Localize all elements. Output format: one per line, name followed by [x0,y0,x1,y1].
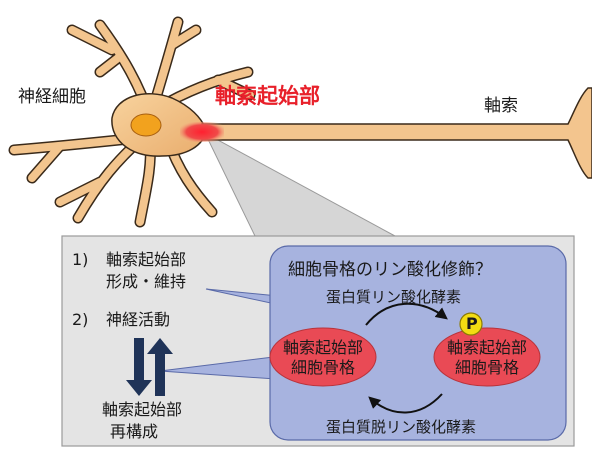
bubble-title: 細胞骨格のリン酸化修飾？ [288,262,492,279]
bottom-line1: 軸索起始部 [102,402,182,418]
left-ellipse-line1: 軸索起始部 [270,338,376,358]
item2-number: 2) [72,312,88,328]
phospho-symbol: P [466,316,478,332]
phosphatase-label: 蛋白質脱リン酸化酵素 [326,420,476,435]
bottom-line2: 再構成 [110,424,158,440]
item1-line1: 軸索起始部 [106,252,186,268]
item1-line2: 形成・維持 [106,274,186,290]
right-ellipse-line1: 軸索起始部 [434,338,540,358]
left-ellipse-text: 軸索起始部 細胞骨格 [270,338,376,378]
ais-label: 軸索起始部 [215,86,320,107]
item1-number: 1) [72,252,88,268]
axon-initial-segment [180,122,224,142]
item2-text: 神経活動 [106,312,170,328]
right-ellipse-line2: 細胞骨格 [434,358,540,378]
axon-label: 軸索 [484,98,518,115]
nucleus [131,114,161,136]
right-ellipse-text: 軸索起始部 細胞骨格 [434,338,540,378]
left-ellipse-line2: 細胞骨格 [270,358,376,378]
callout-wedge [205,133,395,236]
kinase-label: 蛋白質リン酸化酵素 [326,290,461,305]
neuron-cell-label: 神経細胞 [18,89,86,106]
